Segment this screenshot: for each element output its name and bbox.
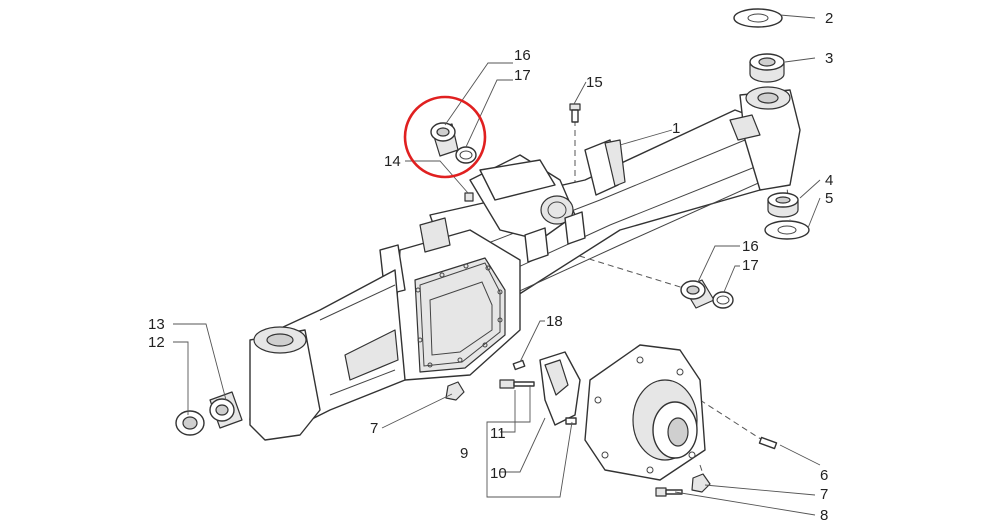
callout-6: 6 — [820, 467, 828, 484]
axle-housing — [249, 86, 801, 441]
seal-part-12 — [175, 410, 205, 436]
seal-ring-part-17-upper — [455, 146, 477, 164]
leader-lines — [173, 14, 821, 516]
callout-16-lower: 16 — [742, 238, 759, 255]
thrust-washer-part-2 — [733, 8, 783, 28]
nut-part-7-left — [445, 381, 465, 401]
bracket-part-10 — [539, 351, 581, 426]
callout-15: 15 — [586, 74, 603, 91]
bushing-part-16-upper — [430, 122, 459, 157]
hub-carrier — [584, 344, 706, 481]
callout-7-left: 7 — [370, 420, 378, 437]
callout-4: 4 — [825, 172, 833, 189]
screw-part-14 — [464, 192, 474, 202]
callout-13: 13 — [148, 316, 165, 333]
callout-5: 5 — [825, 190, 833, 207]
bolt-part-11 — [499, 379, 535, 389]
callout-2: 2 — [825, 10, 833, 27]
bushing-part-13 — [209, 391, 243, 429]
bushing-part-3 — [749, 53, 785, 83]
dowel-part-18 — [512, 359, 526, 371]
nut-part-7-right — [691, 473, 711, 493]
callout-16-upper: 16 — [514, 47, 531, 64]
callout-1: 1 — [672, 120, 680, 137]
callout-11: 11 — [490, 425, 506, 442]
thrust-washer-part-5 — [764, 220, 810, 240]
callout-14: 14 — [384, 153, 401, 170]
callout-9: 9 — [460, 445, 468, 462]
stud-part-6 — [758, 436, 778, 450]
callout-10: 10 — [490, 465, 507, 482]
callout-3: 3 — [825, 50, 833, 67]
seal-ring-part-17-lower — [712, 291, 734, 309]
callout-12: 12 — [148, 334, 165, 351]
callout-17-upper: 17 — [514, 67, 531, 84]
bolt-part-8 — [655, 487, 683, 497]
callout-labels: 1 2 3 4 5 6 7 7 8 9 10 11 12 13 14 15 16… — [148, 10, 833, 522]
callout-18: 18 — [546, 313, 563, 330]
bushing-part-4 — [767, 192, 799, 218]
grease-fitting-part-15 — [569, 103, 581, 123]
bushing-part-16-lower — [680, 279, 715, 309]
callout-7-right: 7 — [820, 486, 828, 503]
callout-17-lower: 17 — [742, 257, 759, 274]
highlight-circle — [403, 95, 487, 179]
callout-8: 8 — [820, 507, 828, 522]
